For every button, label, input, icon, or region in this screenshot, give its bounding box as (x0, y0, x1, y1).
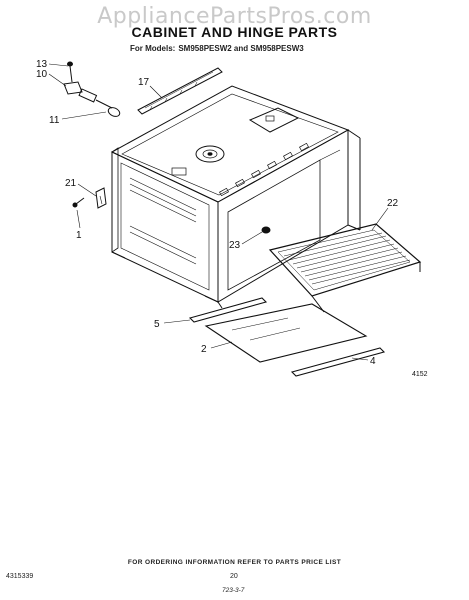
callout-11: 11 (49, 115, 60, 126)
cabinet-front-inner (120, 162, 210, 291)
models-list: SM958PESW2 and SM958PESW3 (178, 44, 304, 53)
cabinet-top-panel (110, 85, 350, 203)
page-number: 20 (230, 573, 238, 580)
bumper-part-23 (261, 226, 271, 234)
cabinet-body (110, 85, 361, 309)
callout-5: 5 (154, 319, 160, 330)
part-number: 4315339 (6, 573, 34, 580)
cabinet-front-face (111, 151, 219, 303)
callout-leaders (48, 63, 389, 361)
models-line: For Models:SM958PESW2 and SM958PESW3 (130, 44, 307, 53)
callout-23: 23 (229, 240, 241, 251)
figure-number: 4152 (412, 371, 428, 378)
page-title: CABINET AND HINGE PARTS (131, 24, 338, 40)
cabinet-top-inner (121, 93, 339, 196)
callout-4: 4 (370, 356, 376, 367)
callout-2: 2 (201, 344, 207, 355)
screw-part-1 (72, 197, 85, 208)
ordering-note: FOR ORDERING INFORMATION REFER TO PARTS … (127, 559, 342, 566)
vent-slots (129, 177, 197, 265)
callout-17: 17 (138, 77, 150, 88)
lamp-assembly-parts-10-13 (63, 61, 113, 109)
cabinet-oven-opening (227, 159, 321, 291)
models-prefix: For Models: (130, 44, 176, 53)
blower-ring (195, 145, 225, 163)
trim-rail-part-5 (188, 297, 268, 323)
page-code: 723-3-7 (222, 587, 245, 594)
trim-strip-part-17 (137, 67, 223, 115)
cabinet-left-flange (111, 147, 119, 253)
callout-1: 1 (76, 230, 82, 241)
top-mounting-plate (248, 107, 300, 133)
hinge-block-part-21 (95, 187, 107, 209)
top-rail-tabs (219, 142, 309, 197)
watermark: AppliancePartsPros.com (97, 4, 372, 29)
callout-21: 21 (65, 178, 77, 189)
lamp-bulb-part-11 (107, 107, 121, 117)
glass-tray-part-2 (204, 303, 368, 363)
callout-13: 13 (36, 59, 48, 70)
callout-22: 22 (387, 198, 399, 209)
callout-10: 10 (36, 69, 48, 80)
oven-rack-part-22 (268, 223, 422, 313)
trim-rail-part-4 (290, 347, 386, 377)
